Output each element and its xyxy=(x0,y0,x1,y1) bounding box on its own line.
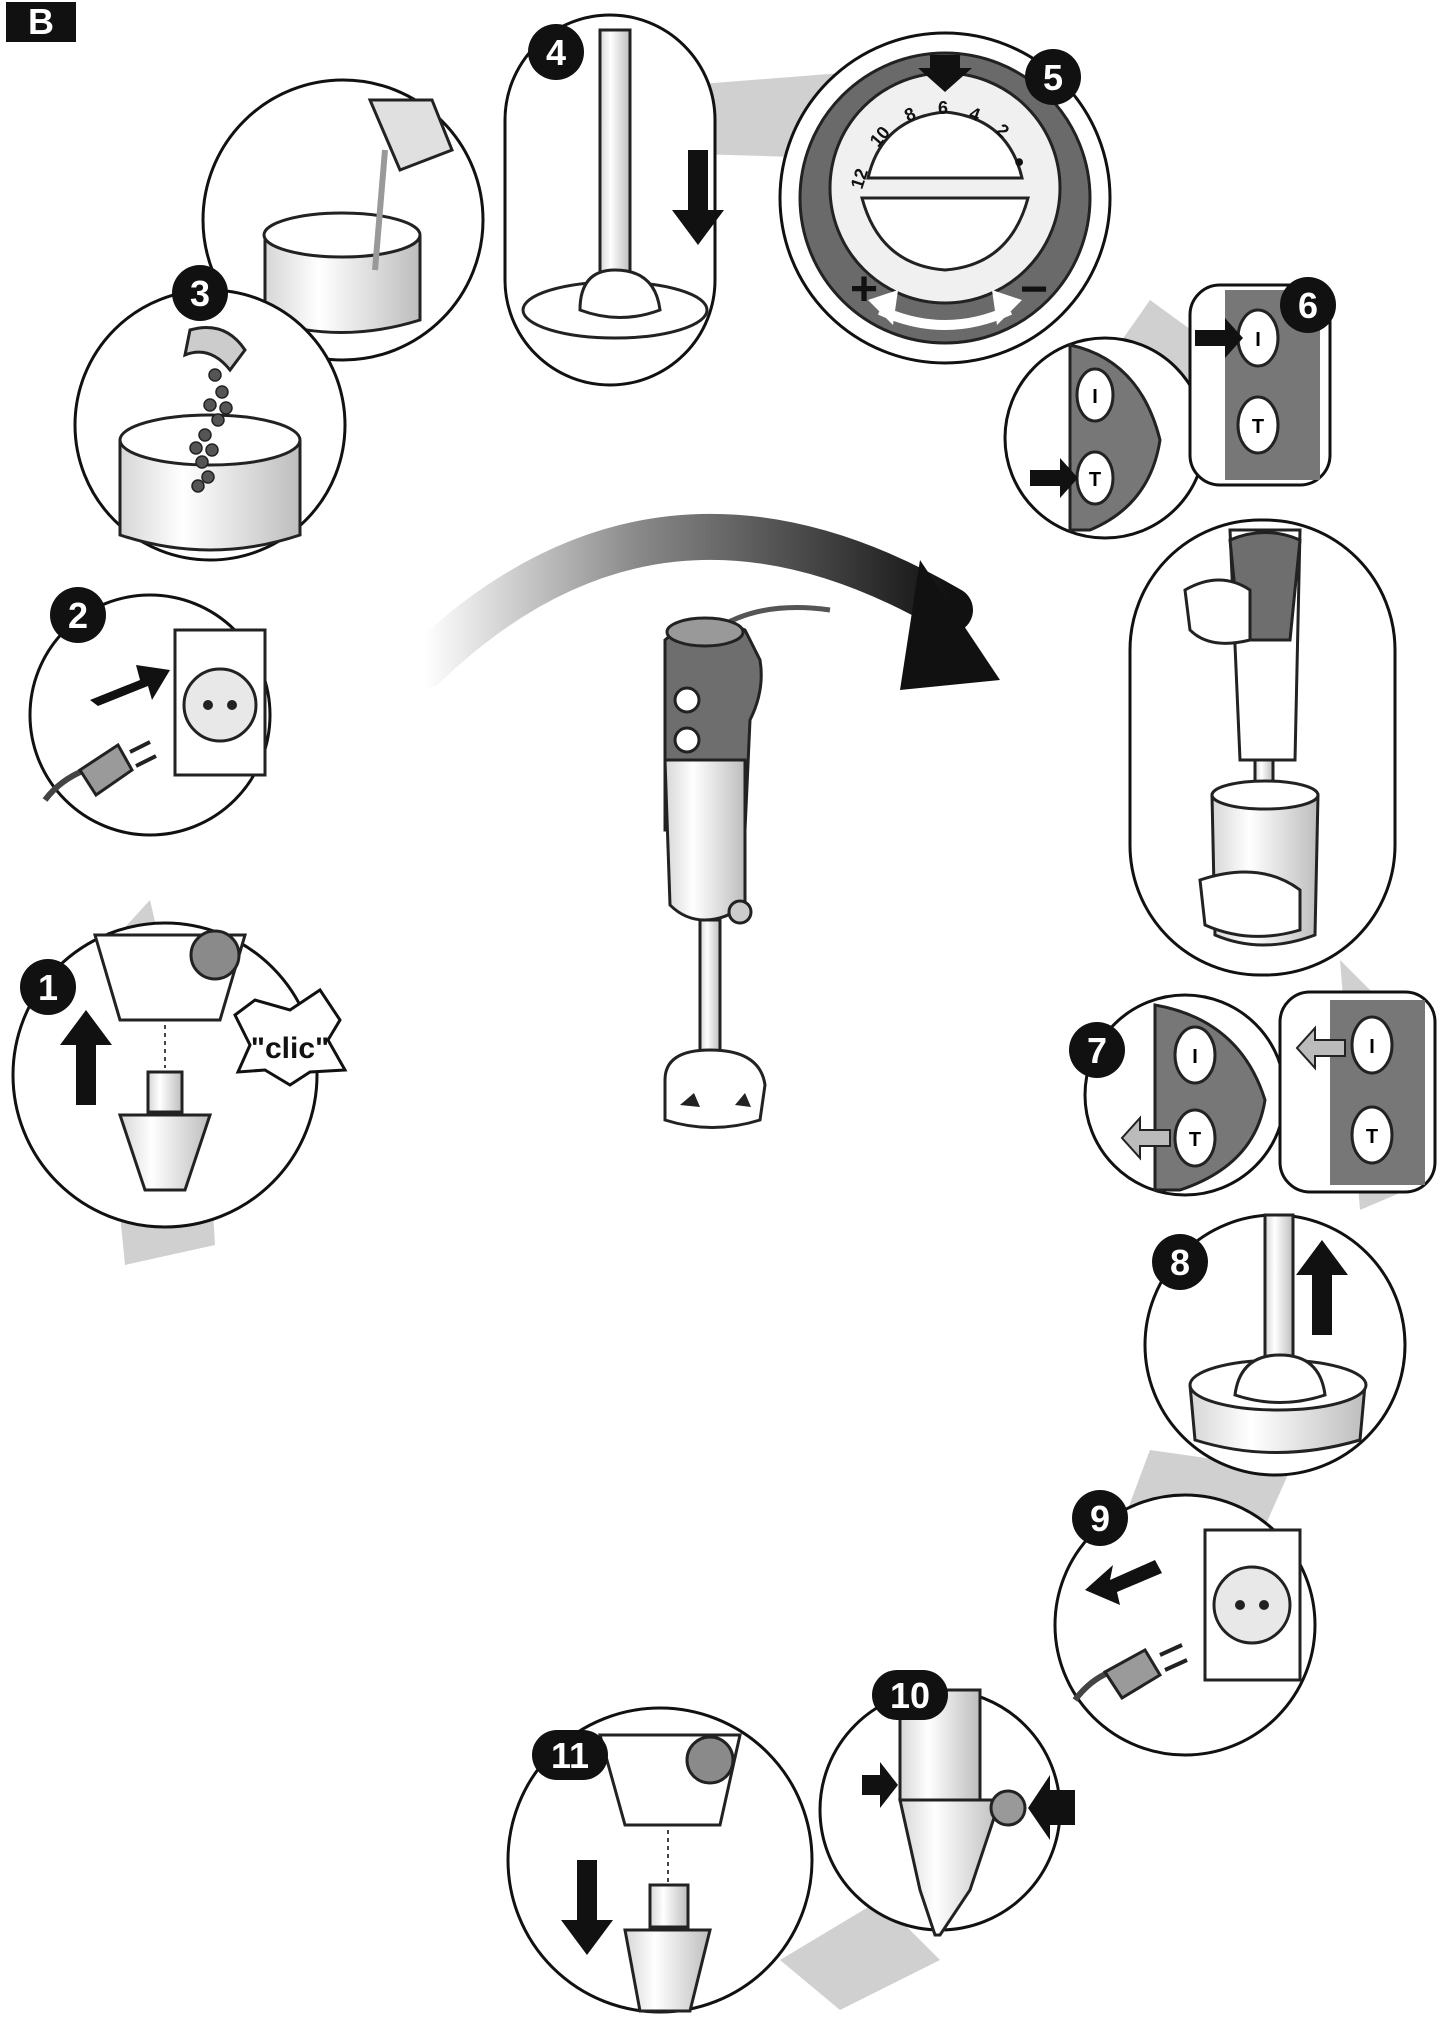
section-label-box: B xyxy=(6,1,76,42)
step-badges: 1 2 3 4 5 6 7 8 xyxy=(20,24,1336,1780)
click-burst-icon xyxy=(233,987,348,1087)
step-4-insert-blender xyxy=(503,13,724,387)
svg-text:T: T xyxy=(1366,1126,1378,1148)
step-1-badge: 1 xyxy=(20,959,76,1015)
plug-icon xyxy=(1102,1647,1163,1701)
svg-text:7: 7 xyxy=(1087,1030,1107,1071)
up-arrow-icon xyxy=(1296,1240,1348,1335)
svg-text:I: I xyxy=(1192,1046,1198,1068)
turbo-button-icon xyxy=(673,726,701,754)
step-5-speed-dial: 12 10 8 6 4 2 ● + − xyxy=(778,31,1112,365)
release-button-icon xyxy=(727,899,753,925)
pointer-arrow-icon xyxy=(918,55,972,92)
svg-text:4: 4 xyxy=(546,32,566,73)
down-arrow-icon xyxy=(672,150,724,245)
hand-blender-illustration xyxy=(663,605,831,1129)
svg-text:8: 8 xyxy=(1170,1242,1190,1283)
step-9-unplug xyxy=(1053,1493,1317,1757)
step-2-plug-in xyxy=(28,593,272,837)
svg-text:3: 3 xyxy=(190,273,210,314)
up-arrow-icon xyxy=(60,1010,112,1105)
step-5-badge: 5 xyxy=(1025,49,1081,105)
pellets-icon xyxy=(189,368,233,493)
svg-text:9: 9 xyxy=(1090,1498,1110,1539)
central-rotation-arrow xyxy=(402,513,1000,690)
step-blending-in-beaker xyxy=(1128,518,1397,977)
on-button-icon xyxy=(673,686,701,714)
step-10-badge: 10 xyxy=(872,1670,948,1720)
svg-text:I: I xyxy=(1092,386,1098,408)
click-sound-label: "clic" xyxy=(251,1032,330,1065)
step-8-remove-blender xyxy=(1143,1213,1407,1477)
svg-text:T: T xyxy=(1089,469,1101,491)
step-8-badge: 8 xyxy=(1152,1234,1208,1290)
plug-icon xyxy=(77,742,134,798)
section-label: B xyxy=(28,1,54,42)
step-1-attach-shaft: "clic" xyxy=(11,921,348,1229)
step-6-press-buttons: I T I T xyxy=(1003,283,1332,540)
step-3-add-ingredients xyxy=(73,78,485,562)
svg-text:T: T xyxy=(1189,1129,1201,1151)
right-arrow-icon xyxy=(90,665,170,706)
left-arrow-icon xyxy=(1085,1560,1162,1605)
step-11-badge: 11 xyxy=(532,1730,608,1780)
svg-text:6: 6 xyxy=(938,98,948,118)
svg-text:10: 10 xyxy=(890,1675,930,1716)
svg-text:I: I xyxy=(1369,1036,1375,1058)
svg-text:T: T xyxy=(1252,416,1264,438)
svg-text:1: 1 xyxy=(38,967,58,1008)
svg-text:6: 6 xyxy=(1298,285,1318,326)
down-arrow-icon xyxy=(561,1860,613,1955)
minus-sign: − xyxy=(1020,263,1048,316)
step-7-release-buttons: I T I T xyxy=(1083,990,1437,1197)
step-3-badge: 3 xyxy=(172,265,228,321)
svg-text:5: 5 xyxy=(1043,57,1063,98)
step-7-badge: 7 xyxy=(1069,1022,1125,1078)
plus-sign: + xyxy=(850,263,878,316)
step-11-detach-shaft xyxy=(506,1706,814,2014)
svg-text:I: I xyxy=(1255,329,1261,351)
step-10-press-release xyxy=(818,1688,1075,1937)
svg-text:11: 11 xyxy=(551,1735,589,1776)
step-9-badge: 9 xyxy=(1072,1490,1128,1546)
step-2-badge: 2 xyxy=(50,587,106,643)
step-4-badge: 4 xyxy=(528,24,584,80)
step-6-badge: 6 xyxy=(1280,277,1336,333)
svg-text:2: 2 xyxy=(68,595,88,636)
